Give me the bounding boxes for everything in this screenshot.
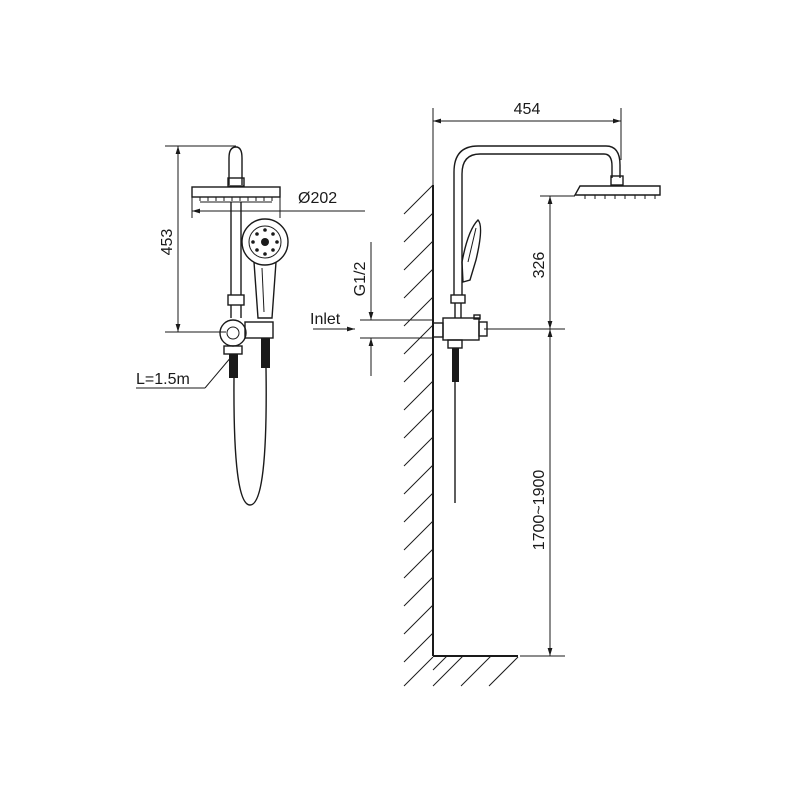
shower-hose	[233, 367, 267, 506]
dimension-install-height: 1700~1900	[520, 329, 565, 657]
dimension-453: 453	[159, 145, 236, 333]
hose-length-callout: L=1.5m	[136, 355, 233, 389]
hand-shower	[241, 218, 289, 266]
dimension-454: 454	[432, 101, 622, 185]
side-riser	[453, 145, 621, 295]
dimension-454-label: 454	[514, 101, 541, 118]
hose-length-label: L=1.5m	[136, 371, 190, 388]
side-mixer-body	[442, 317, 480, 341]
diameter-label: Ø202	[298, 190, 337, 207]
inlet-label: Inlet	[310, 311, 341, 328]
side-hand-shower	[461, 219, 482, 283]
install-height-label: 1700~1900	[531, 470, 548, 551]
dimension-326-label: 326	[531, 252, 548, 279]
side-view	[403, 145, 661, 687]
wall-hatching	[403, 184, 434, 687]
diverter-knob	[219, 319, 247, 347]
dimension-326: 326	[484, 195, 575, 330]
thread-label: G1/2	[352, 262, 369, 297]
overhead-shower-head	[191, 186, 281, 198]
inlet-callout: Inlet	[310, 311, 355, 332]
front-view	[191, 146, 289, 506]
dimension-453-label: 453	[159, 229, 176, 256]
thread-callout: G1/2	[352, 242, 433, 376]
dimension-diameter: Ø202	[191, 190, 365, 218]
side-overhead-head	[573, 185, 661, 196]
floor-hatching	[432, 655, 519, 687]
